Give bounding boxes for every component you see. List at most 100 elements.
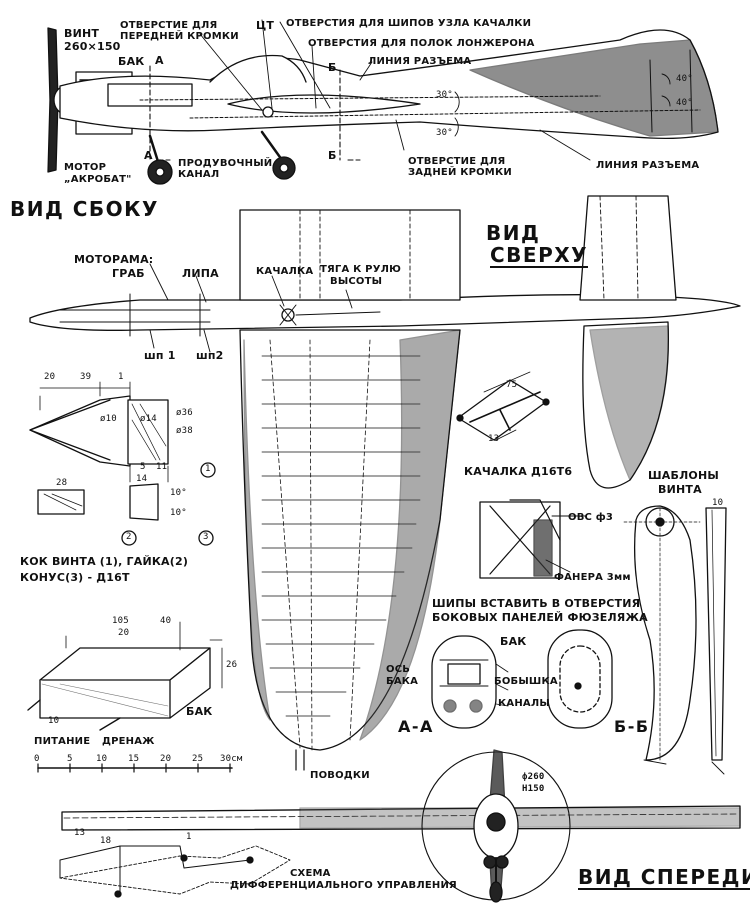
fanera-label: ФАНЕРА 3мм (554, 572, 631, 583)
diff-d13: 13 (74, 828, 86, 838)
scale-tick-25: 25 (192, 754, 204, 764)
propeller (47, 27, 59, 173)
tank-d26: 26 (226, 660, 238, 670)
otv-front-2: ПЕРЕДНЕЙ КРОМКИ (120, 31, 239, 42)
bellcrank-dims (483, 371, 531, 441)
os-baka-2: БАКА (386, 676, 419, 687)
tank-pipes (27, 699, 121, 731)
produv-label-2: КАНАЛ (178, 169, 220, 180)
spinner-detail (29, 381, 216, 546)
angle-30a: 30° (436, 90, 453, 100)
wing-shading (359, 329, 461, 741)
main-wheel-hub (279, 163, 289, 173)
side-view-drawing (47, 19, 719, 185)
bellcrank-d75: 75 (506, 380, 518, 390)
tail-shading (469, 39, 719, 137)
callout-3 (198, 530, 214, 546)
motorama-label-2: ГРАБ (112, 267, 145, 280)
section-bak-label: БАК (500, 635, 527, 648)
tank-d20: 20 (118, 628, 130, 638)
spinner-d28: 28 (56, 478, 68, 488)
side-bak-label: БАК (118, 55, 145, 68)
diff-d1: 1 (186, 832, 192, 842)
tyaga-label-1: ТЯГА К РУЛЮ (320, 264, 402, 275)
side-b-mark-top: Б (328, 61, 337, 74)
tank-d105: 105 (112, 616, 129, 626)
motor-label-2: „АКРОБАТ" (64, 174, 132, 185)
ct-label: ЦТ (256, 19, 275, 32)
spinner-d1: 1 (118, 372, 124, 382)
spinner-base (127, 399, 169, 465)
diff-control-title-2: ДИФФЕРЕНЦИАЛЬНОГО УПРАВЛЕНИЯ (230, 880, 457, 891)
tank-d40: 40 (160, 616, 172, 626)
prop-templates-title-2: ВИНТА (658, 483, 702, 496)
top-view-title-1: ВИД (486, 221, 541, 245)
angle-40b: 40° (676, 98, 693, 108)
diff-d18: 18 (100, 836, 112, 846)
prop-template-blade (633, 505, 697, 761)
scale-tick-20: 20 (160, 754, 172, 764)
stab-lower (582, 321, 669, 489)
control-leads (295, 749, 305, 771)
spinner-d11: 11 (156, 462, 168, 472)
callout-3-text: 3 (203, 532, 209, 542)
wing-upper-lines (299, 209, 411, 301)
os-baka-1: ОСЬ (386, 664, 411, 675)
vint-label: ВИНТ (64, 27, 100, 40)
pitanie-label: ПИТАНИЕ (34, 736, 91, 747)
spinner-a10a: 10° (170, 488, 187, 498)
produv-label-1: ПРОДУВОЧНЫЙ (178, 158, 273, 169)
ovs-label: ОВС ф3 (568, 512, 614, 523)
front-wheel (489, 881, 503, 903)
scale-tick-30: 30см (220, 754, 243, 764)
otv-rear-2: ЗАДНЕЙ КРОМКИ (408, 167, 512, 178)
front-pitch: Н150 (522, 784, 545, 794)
spinner-d5: 5 (140, 462, 146, 472)
tank-d10: 10 (48, 716, 60, 726)
spinner-dims (39, 381, 131, 411)
razem-label-1: ЛИНИЯ РАЗЪЕМА (368, 56, 472, 67)
side-view-title: ВИД СБОКУ (10, 197, 159, 221)
vint-size: 260×150 (64, 40, 121, 53)
spinner-d36: ø36 (176, 408, 193, 418)
scale-tick-10: 10 (96, 754, 108, 764)
spinner-d14b: 14 (136, 474, 148, 484)
motorama-label-1: МОТОРАМА: (74, 253, 154, 266)
povodki-label: ПОВОДКИ (310, 770, 370, 781)
spinner-d20: 20 (44, 372, 56, 382)
angle-arcs (454, 73, 671, 137)
front-dia: ф260 (522, 772, 545, 782)
nut (37, 489, 85, 515)
otv-spar-label: ОТВЕРСТИЯ ДЛЯ ПОЛОК ЛОНЖЕРОНА (308, 38, 535, 49)
fuselage-top (29, 294, 741, 331)
bellcrank-pushrod (279, 304, 381, 326)
callout-1-text: 1 (205, 464, 211, 474)
bellcrank-plate (457, 379, 547, 441)
motorama-label-3: ЛИПА (182, 267, 219, 280)
wing-ribs (261, 339, 421, 751)
diff-control-title-1: СХЕМА (290, 868, 331, 879)
section-aa-title: А-А (398, 717, 434, 736)
spinner-d39: 39 (80, 372, 92, 382)
top-view-drawing (29, 195, 741, 771)
otv-front-1: ОТВЕРСТИЕ ДЛЯ (120, 20, 218, 31)
tank-dims (65, 621, 223, 689)
section-aa-tank (447, 663, 481, 685)
diff-control-drawing (59, 845, 291, 898)
sections-drawing (431, 629, 613, 729)
shp1-label: шп 1 (144, 349, 176, 362)
front-view-drawing (61, 749, 741, 903)
spinner-cone (29, 395, 131, 467)
spinner-d14: ø14 (140, 414, 157, 424)
prop-templates-d10: 10 (712, 498, 724, 508)
drenazh-label: ДРЕНАЖ (102, 736, 155, 747)
stab-lower-shading (589, 325, 669, 481)
front-view-title: ВИД СПЕРЕДИ (578, 866, 750, 890)
prop-templates-title-1: ШАБЛОНЫ (648, 469, 719, 482)
kanaly-label: КАНАЛЫ (498, 698, 550, 709)
front-wheel-hub (155, 167, 165, 177)
top-view-title-2: СВЕРХУ (490, 243, 589, 268)
wing-root-airfoil (227, 94, 421, 114)
